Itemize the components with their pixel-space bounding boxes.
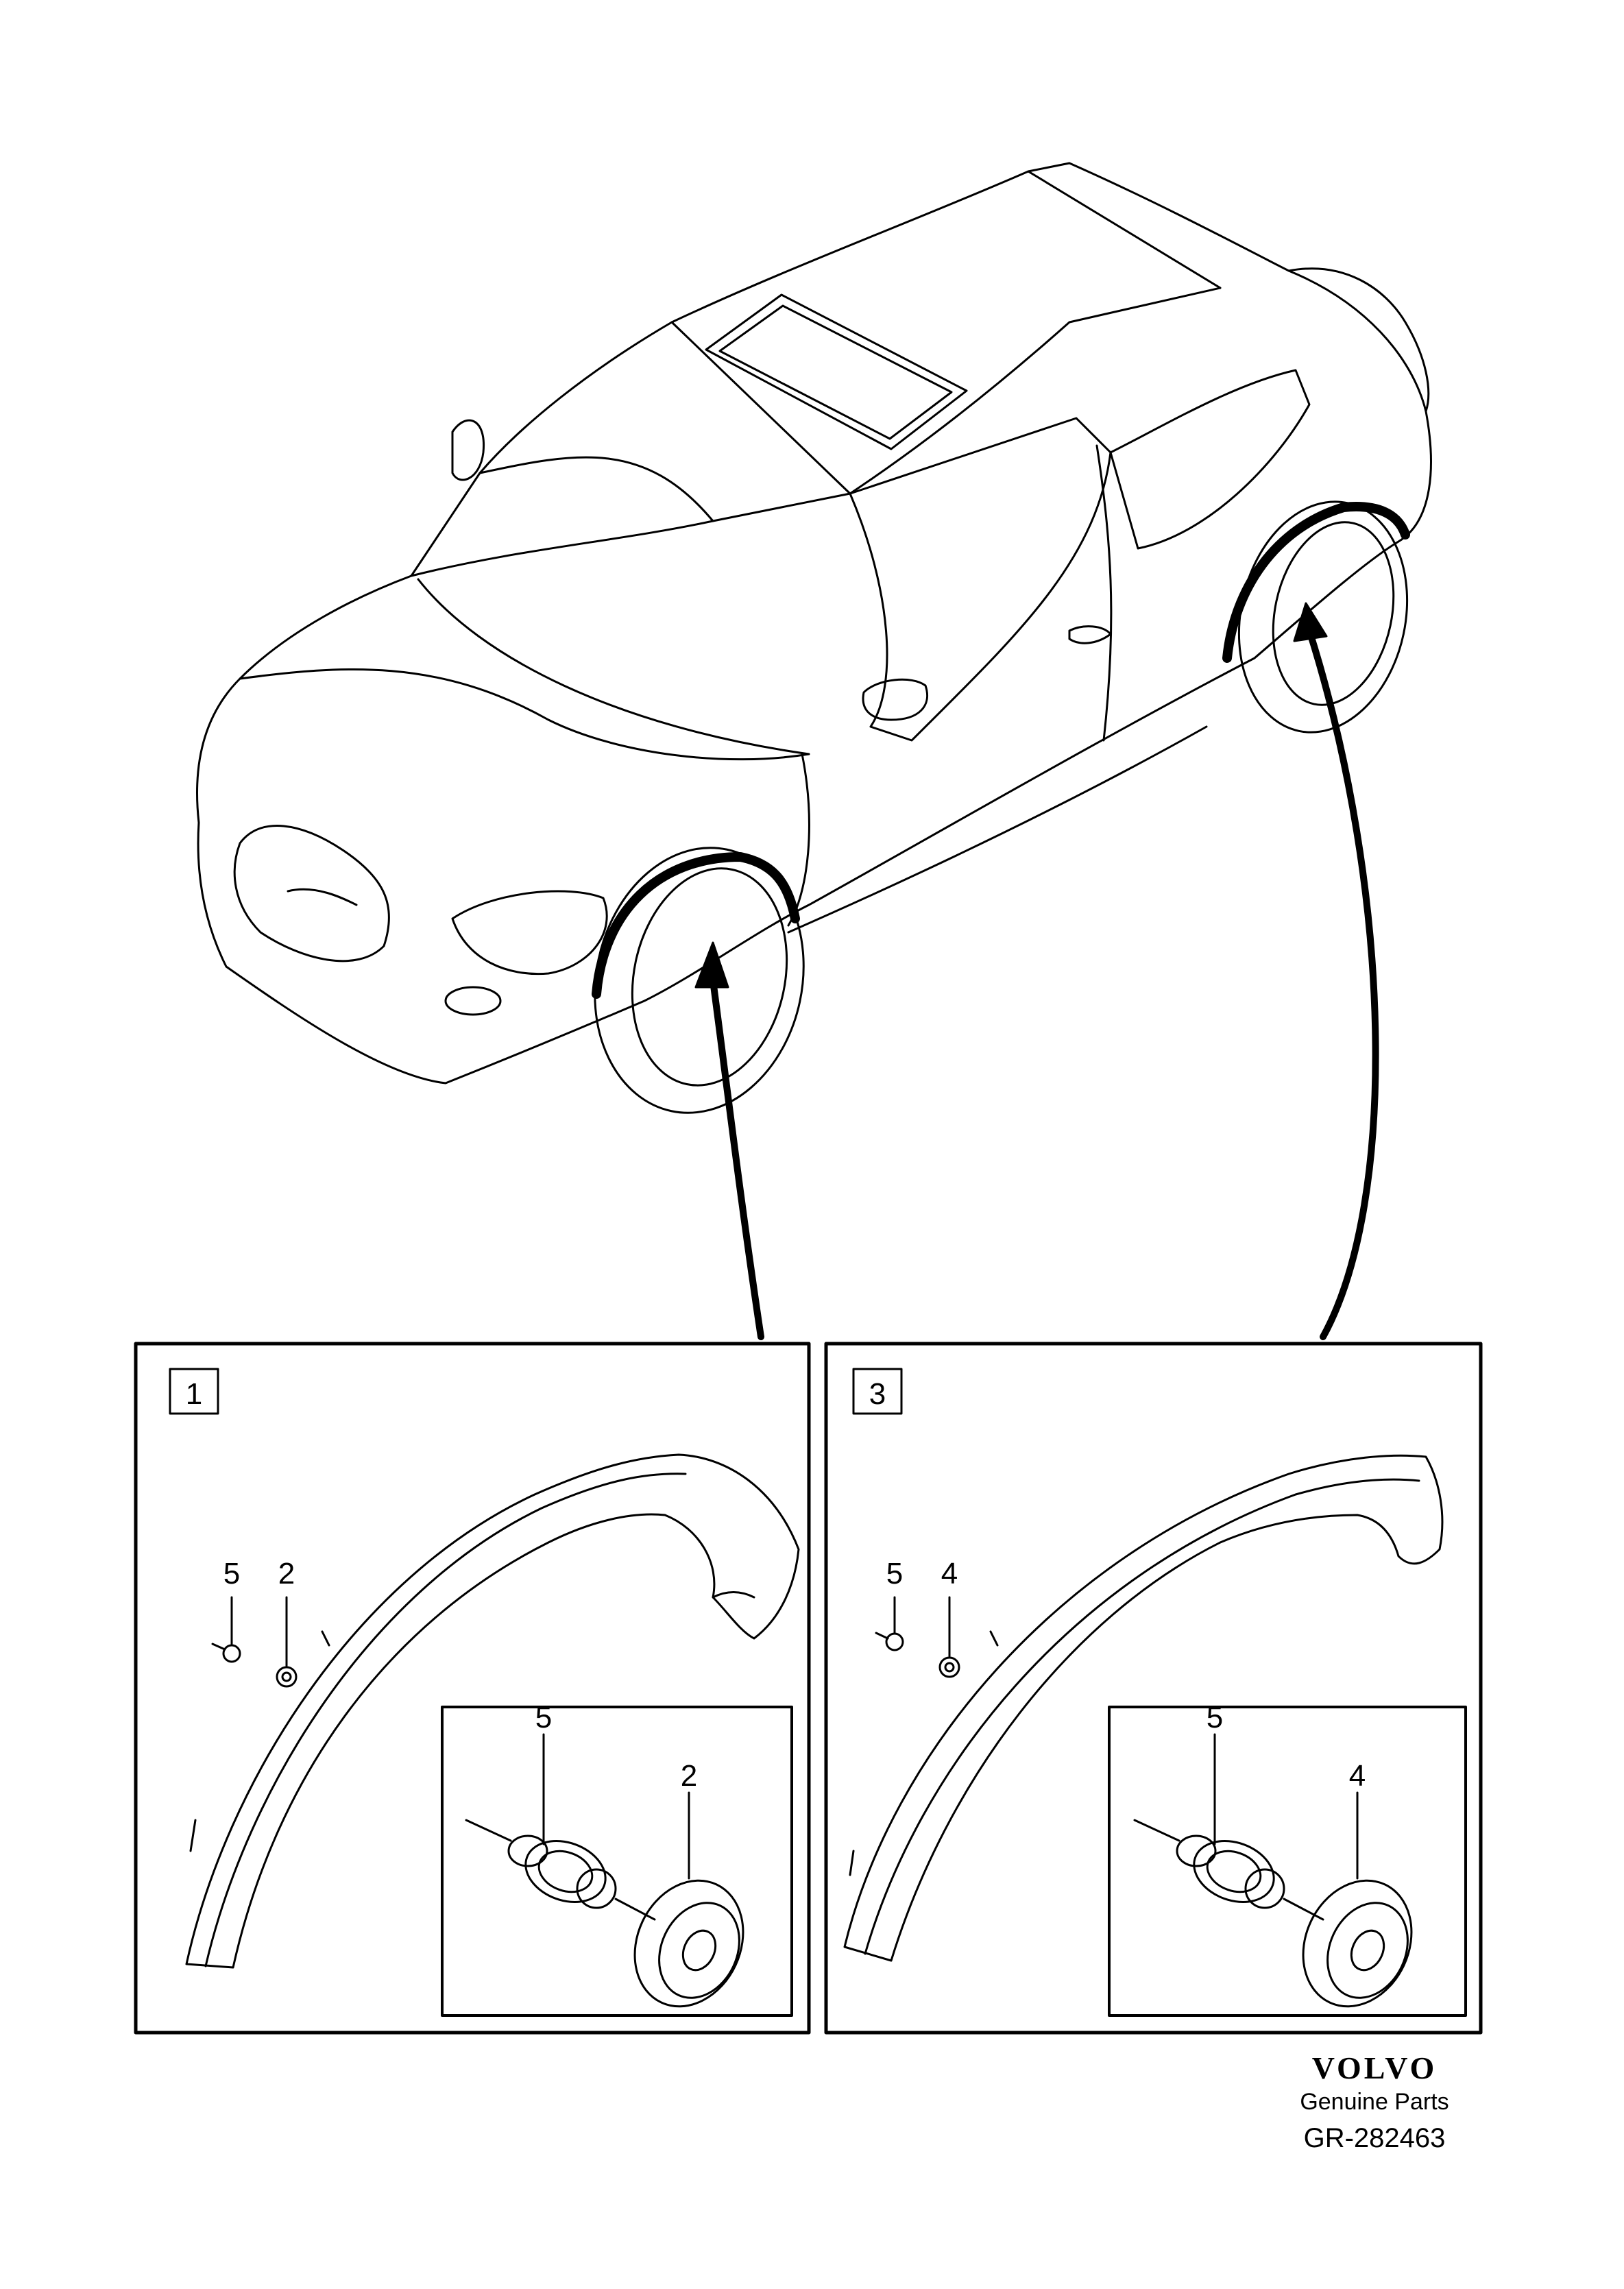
callout-panel-3-detail-clip: 5 — [1207, 1701, 1223, 1734]
callout-panel-1-grommet: 2 — [278, 1557, 295, 1590]
side-window — [849, 417, 1112, 742]
callout-panel-1-detail-clip: 5 — [535, 1701, 552, 1734]
panel-3: 3 5 4 5 4 — [824, 1342, 1483, 2035]
arrow-front — [710, 977, 764, 1340]
callout-panel-3-clip: 5 — [886, 1557, 903, 1590]
grille — [233, 825, 390, 962]
arrow-rear — [1306, 627, 1379, 1340]
panel-3-grommet-detail — [1302, 1791, 1413, 2008]
panel-1-detail-inset — [441, 1706, 793, 2017]
car-illustration — [196, 162, 1432, 1114]
panel-3-label-box — [852, 1368, 903, 1415]
panel-1-label: 1 — [186, 1377, 202, 1411]
panel-3-clip-detail — [1133, 1733, 1324, 1921]
rear-wheel-arch-moulding — [1222, 502, 1410, 663]
rear-moulding — [843, 1454, 1444, 1962]
panel-3-label: 3 — [869, 1377, 886, 1411]
brand-logo: VOLVO — [1311, 2050, 1438, 2085]
front-moulding — [185, 1453, 800, 1969]
brand-subtitle: Genuine Parts — [1300, 2089, 1449, 2115]
drawing-reference: GR-282463 — [1303, 2123, 1446, 2153]
callout-panel-1-detail-grommet: 2 — [681, 1759, 697, 1793]
footer: VOLVO Genuine Parts GR-282463 — [1261, 2050, 1488, 2159]
panel-1-label-box — [169, 1368, 219, 1415]
callout-panel-1-clip: 5 — [223, 1557, 240, 1590]
headlight — [451, 890, 608, 976]
callout-panel-3-grommet: 4 — [941, 1557, 958, 1590]
callout-panel-3-detail-grommet: 4 — [1349, 1759, 1366, 1793]
panel-3-detail-inset — [1108, 1706, 1467, 2017]
sunroof — [705, 293, 968, 450]
side-mirror — [862, 678, 928, 721]
panel-1: 1 5 2 5 2 — [134, 1342, 811, 2035]
panel-1-grommet-detail — [633, 1791, 744, 2008]
panel-1-clip-detail — [465, 1733, 656, 1921]
pointer-arrows — [694, 602, 1379, 1340]
front-wheel-arch-moulding — [592, 852, 800, 999]
